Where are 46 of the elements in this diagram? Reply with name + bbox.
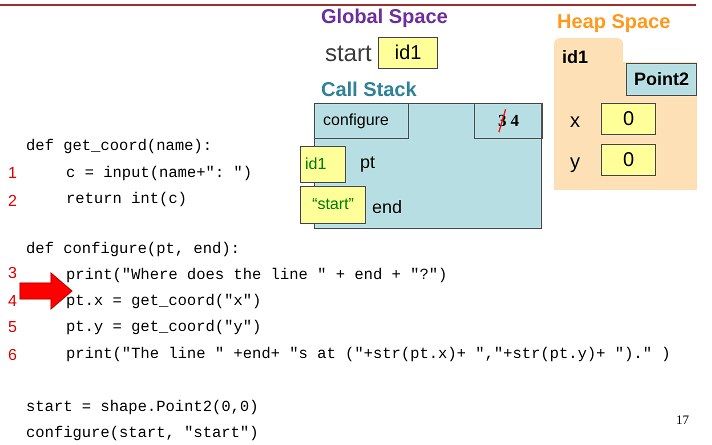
code-line: , "start") [166,424,259,444]
variable-name: pt [360,151,376,174]
variable-name: end [372,196,402,219]
class-name: Point2 [634,68,689,91]
program-counter [474,103,543,139]
section-heading: Heap Space [557,10,670,35]
value-text: “start” [312,195,354,215]
line-number: 6 [8,346,17,366]
object-id: id1 [562,46,588,69]
section-heading: Call Stack [321,78,417,103]
section-heading: Global Space [321,5,448,30]
code-line: c = input(name+": ") [66,164,252,184]
line-number: 4 [8,292,17,312]
variable-name: start [119,424,166,444]
counter-value: 4 [510,110,519,132]
code-line: print("Where does the line " + end + "?") [66,266,448,286]
variable-name: start [325,39,372,69]
code-line: = shape.Point2(0,0) [82,398,259,418]
code-line: pt.y = get_coord("y") [66,318,262,338]
class-name-tab [626,63,697,96]
code-line: def get_coord(name): [26,137,212,156]
variable-name: start [26,398,73,418]
code-line: return int(c) [66,190,187,210]
value-box [300,146,346,183]
value-text: 0 [622,148,634,173]
code-line: def configure(pt, end): [26,240,240,260]
value-box [601,103,656,135]
value-text: 0 [622,107,634,132]
line-number: 3 [8,264,17,284]
code-line: pt.x = get_coord("x") [66,292,262,312]
code-line: configure( [26,424,120,444]
function-name: configure [323,111,389,131]
line-number: 5 [8,318,17,338]
heap-object [554,38,697,190]
variable-name: y [570,150,580,175]
page-number: 17 [676,412,689,428]
value-box [601,144,656,176]
value-box [300,186,366,224]
frame-name-tab [314,103,409,139]
line-number: 1 [8,164,17,184]
variable-name: x [570,109,580,134]
value-box [378,37,438,69]
value-text: id1 [394,41,422,66]
code-line: print("The line " +end+ "s at ("+str(pt.x)+ ","+str(pt.y)+ ")." ) [66,345,671,364]
line-number: 2 [8,192,17,212]
value-text: id1 [305,154,326,174]
